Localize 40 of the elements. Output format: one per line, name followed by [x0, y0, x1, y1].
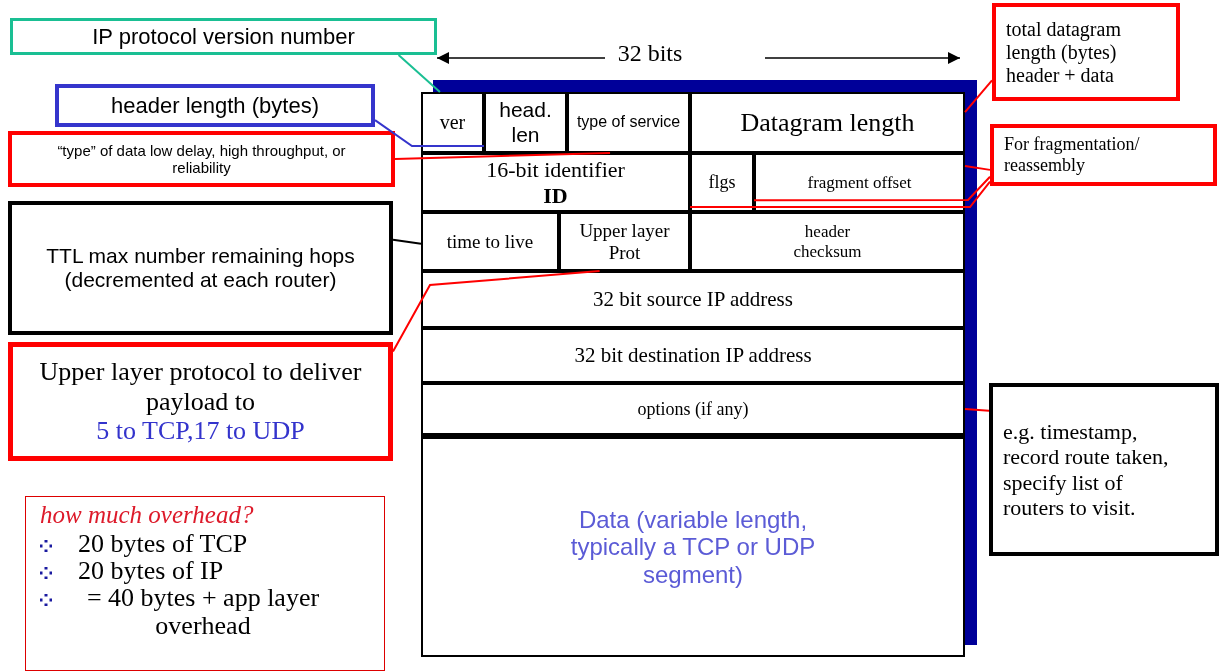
- header-field: type of service: [567, 92, 690, 153]
- leader-line: [689, 180, 991, 208]
- header-field: head. len: [484, 92, 567, 153]
- callout-text: Upper layer protocol to deliver payload to: [38, 356, 363, 417]
- callout-box: For fragmentation/ reassembly: [990, 124, 1217, 186]
- list-item-text: 20 bytes of IP: [78, 557, 224, 585]
- callout-box: header length (bytes): [55, 84, 375, 127]
- header-field: 32 bit source IP address: [421, 271, 965, 328]
- header-field: 32 bit destination IP address: [421, 328, 965, 383]
- header-field: fragment offset: [754, 153, 965, 212]
- header-field: Upper layer Prot: [559, 212, 690, 271]
- leader-line: [374, 119, 485, 147]
- leader-line: [964, 408, 990, 412]
- header-field: ver: [421, 92, 484, 153]
- header-field: time to live: [421, 212, 559, 271]
- callout-box: TTL max number remaining hops (decremented at each router): [8, 201, 393, 335]
- callout-box: e.g. timestamp, record route taken, specify list of routers to visit.: [989, 383, 1219, 556]
- callout-text: 5 to TCP,17 to UDP: [96, 416, 305, 447]
- dimension-label: 32 bits: [616, 40, 684, 67]
- callout-box: total datagram length (bytes) header + data: [992, 3, 1180, 101]
- leader-line: [394, 152, 612, 160]
- list-item-text: 20 bytes of TCP: [78, 529, 248, 558]
- list-item-text: = 40 bytes + app layer overhead: [85, 584, 321, 639]
- leader-line: [392, 238, 422, 245]
- overhead-note-box: [25, 496, 385, 671]
- callout-box: [8, 342, 393, 461]
- leader-line: [392, 270, 601, 353]
- leader-line: [753, 175, 991, 202]
- header-frame: [421, 80, 977, 657]
- note-heading: how much overhead?: [40, 501, 254, 530]
- header-field: header checksum: [690, 212, 965, 271]
- header-field: Datagram length: [690, 92, 965, 153]
- leader-line: [397, 54, 441, 93]
- callout-box: “type” of data low delay, high throughput, or reliability: [8, 131, 395, 187]
- header-field: flgs: [690, 153, 754, 212]
- data-field: Data (variable length, typically a TCP or UDP segment): [421, 435, 965, 657]
- header-field: options (if any): [421, 383, 965, 435]
- leader-line: [964, 165, 991, 171]
- callout-box: IP protocol version number: [10, 18, 437, 55]
- header-field: 16-bit identifier ID: [421, 153, 690, 212]
